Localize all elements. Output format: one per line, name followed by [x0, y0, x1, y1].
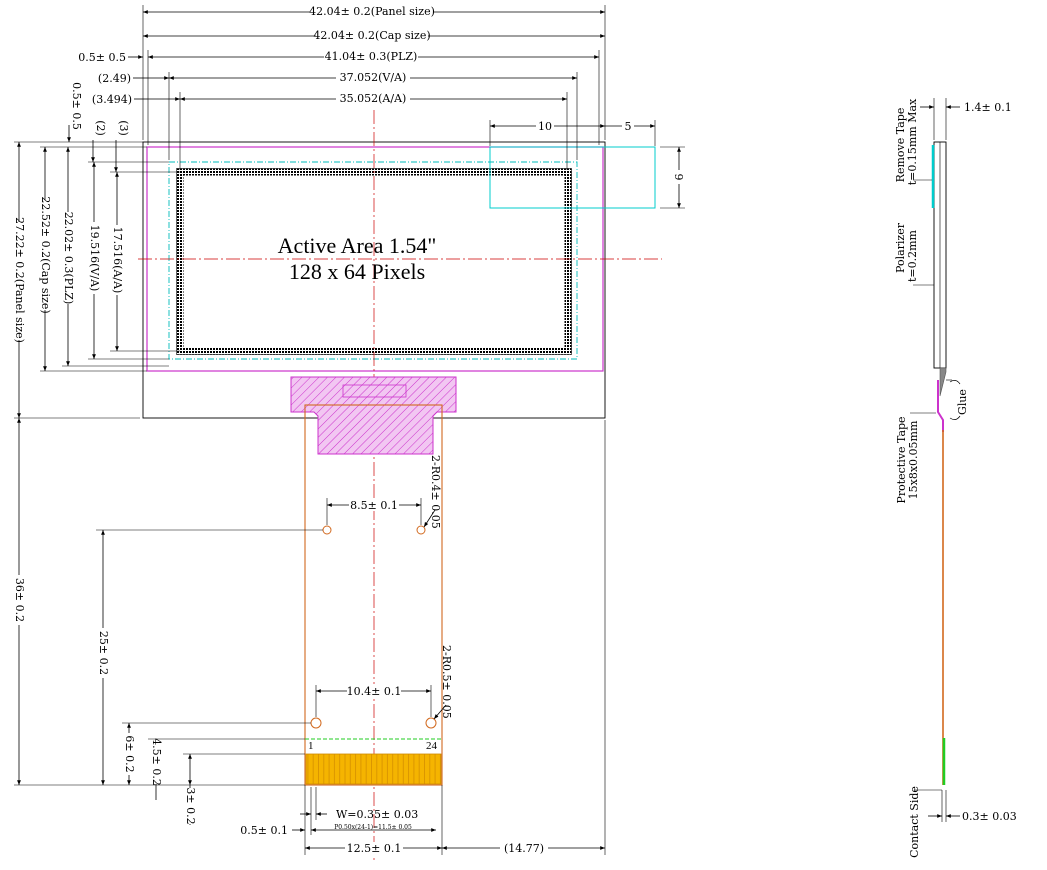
label-remove-tape: Remove Tape [894, 108, 907, 183]
dim-cap-size: 42.04± 0.2(Cap size) [313, 29, 430, 42]
left-dimensions: 0.5± 0.5 (2) (3) 27.22± 0.2(Panel size) … [12, 82, 323, 825]
dim-holes-height: 25± 0.2 [97, 631, 110, 675]
dim-aa-height: 17.516(A/A) [111, 227, 124, 294]
dim-five: 5 [625, 120, 632, 133]
viewing-area [168, 161, 578, 360]
top-dimensions: 42.04± 0.2(Panel size) 42.04± 0.2(Cap si… [78, 5, 685, 209]
dim-va: 37.052(V/A) [340, 71, 407, 84]
label-remove-tape-thickness: t=0.15mm Max [906, 98, 919, 185]
fpc-contacts [305, 753, 442, 785]
label-polarizer: Polarizer [894, 222, 907, 273]
fpc-hole-top-right [416, 525, 426, 535]
dim-plz-height: 22.02± 0.3(PLZ) [62, 212, 75, 305]
dim-hole-spacing-bottom: 10.4± 0.1 [347, 685, 402, 698]
dim-va-offset: (2.49) [98, 72, 131, 85]
bonding-area [290, 376, 457, 455]
dim-panel-height: 27.22± 0.2(Panel size) [13, 217, 26, 343]
dim-aa: 35.052(A/A) [340, 92, 407, 105]
label-glue: Glue [956, 389, 969, 415]
connector-area [489, 146, 656, 209]
dim-edge-offset: 0.5± 0.1 [240, 824, 288, 837]
dim-fpc-thickness: 0.3± 0.03 [962, 810, 1017, 823]
dim-hole-radius-bottom: 2-R0.5± 0.05 [440, 645, 453, 719]
dim-panel-size: 42.04± 0.2(Panel size) [309, 5, 435, 18]
dim-ten: 10 [538, 120, 552, 133]
label-contact-side: Contact Side [908, 786, 921, 858]
side-view: 1.4± 0.1 Remove Tape t=0.15mm Max Polari… [894, 98, 1017, 858]
dim-aa-offset: (3.494) [92, 93, 132, 106]
front-view: 1 24 Active Area 1.54" 128 x 64 Pixels [138, 110, 662, 860]
pin-first-label: 1 [308, 740, 314, 752]
dim-plz: 41.04± 0.3(PLZ) [325, 50, 418, 63]
dim-hole-spacing-top: 8.5± 0.1 [350, 499, 398, 512]
dim-va-height: 19.516(V/A) [88, 225, 101, 292]
fpc-hole-bottom-left [310, 717, 322, 729]
side-glue [939, 367, 947, 397]
dim-pin-width: W=0.35± 0.03 [336, 808, 418, 821]
fpc-tail [304, 404, 443, 786]
dim-h6: 6± 0.2 [123, 735, 136, 772]
dim-cap-height: 22.52± 0.2(Cap size) [39, 196, 52, 313]
label-protective-tape-size: 15x8x0.05mm [907, 420, 920, 499]
dim-h45: 4.5± 0.2 [150, 738, 163, 786]
dim-side-offset: (14.77) [504, 842, 544, 855]
label-polarizer-thickness: t=0.2mm [906, 229, 919, 282]
pixel-count: 128 x 64 Pixels [289, 259, 425, 284]
dim-plz-offset: 0.5± 0.5 [78, 51, 126, 64]
dim-left-offset-3: (3) [117, 120, 130, 136]
dim-h3: 3± 0.2 [184, 787, 197, 824]
dim-fpc-width: 12.5± 0.1 [347, 842, 402, 855]
dim-nine: 9 [672, 174, 685, 181]
dim-left-offset-2: (2) [94, 120, 107, 136]
fpc-dimensions: 8.5± 0.1 2-R0.4± 0.05 10.4± 0.1 2-R0.5± … [240, 420, 606, 855]
fpc-hole-bottom-right [425, 717, 437, 729]
dim-side-thickness: 1.4± 0.1 [964, 101, 1012, 114]
dim-total-height: 36± 0.2 [13, 578, 26, 622]
fpc-hole-top-left [322, 525, 332, 535]
side-protective-tape [937, 380, 944, 432]
dim-pin-pitch: P0.50x(24-1)=11.5± 0.05 [334, 824, 412, 831]
label-protective-tape: Protective Tape [895, 416, 908, 503]
dim-left-offset-05: 0.5± 0.5 [70, 82, 83, 130]
active-area-title: Active Area 1.54" [278, 233, 437, 258]
dim-hole-radius-top: 2-R0.4± 0.05 [429, 455, 442, 529]
pin-last-label: 24 [426, 740, 438, 752]
